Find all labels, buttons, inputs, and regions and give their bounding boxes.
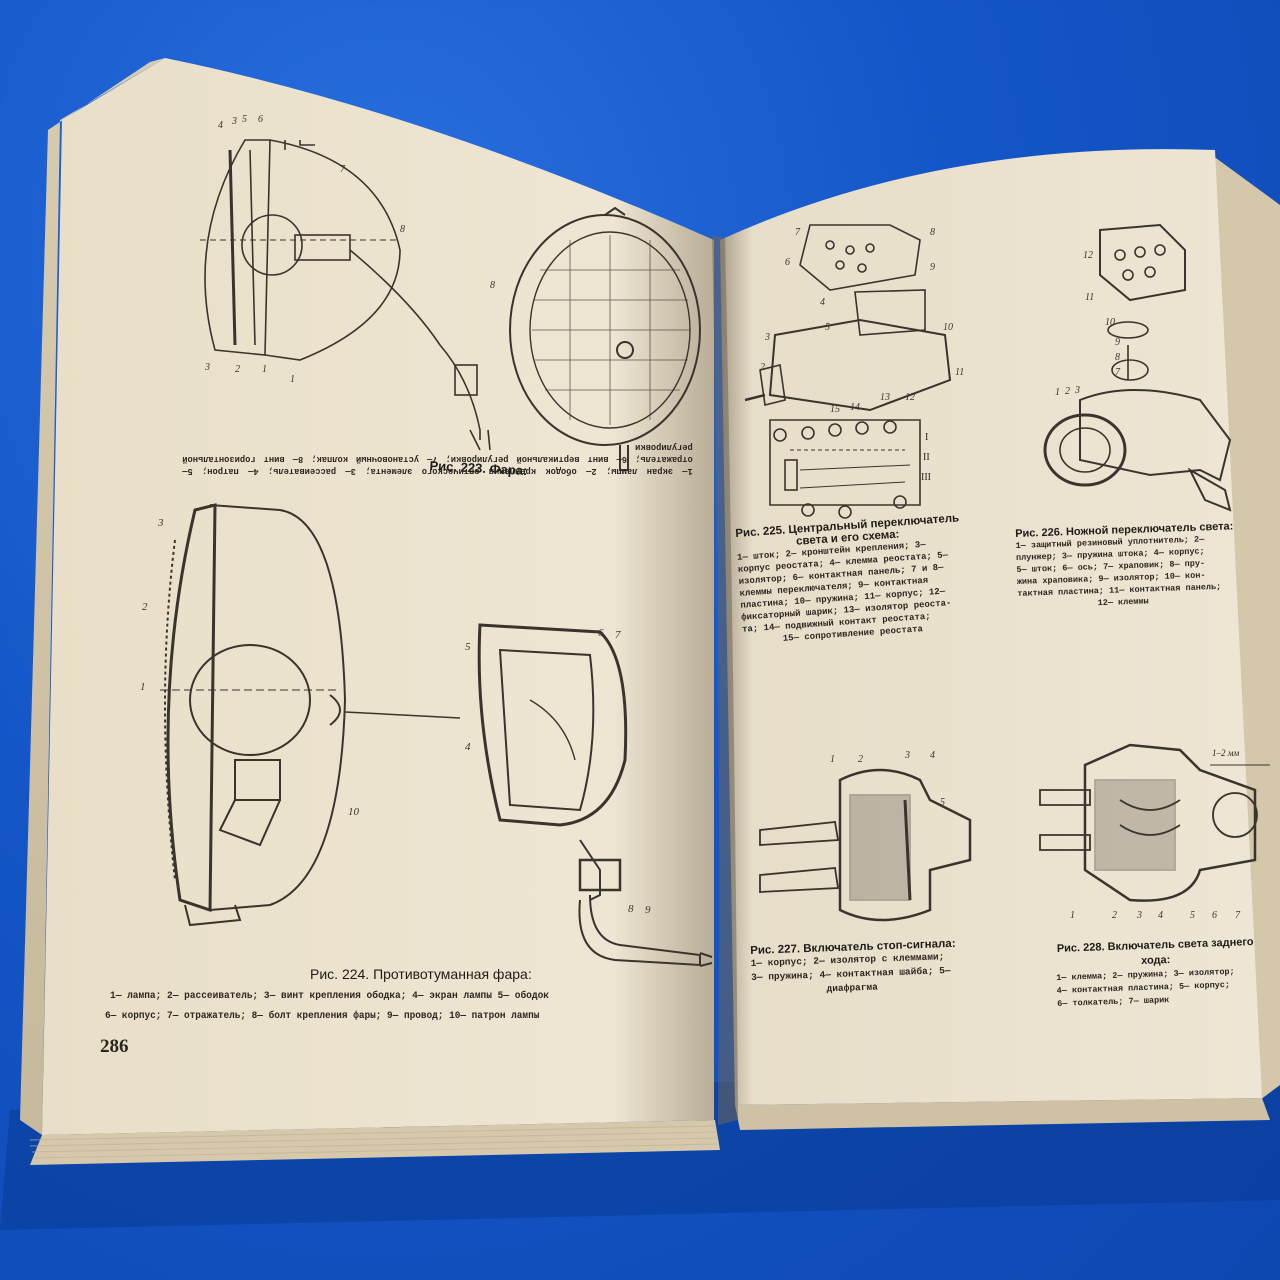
fig223-headlight-front xyxy=(509,206,701,471)
fig223-legend: 1— экран лампы; 2— ободок крепления опти… xyxy=(182,442,693,477)
svg-text:8: 8 xyxy=(628,903,634,915)
svg-text:15: 15 xyxy=(830,404,840,415)
fig227-caption: Рис. 227. Включатель стоп-сигнала: 1— ко… xyxy=(750,938,957,999)
svg-text:2: 2 xyxy=(235,364,240,375)
svg-text:9: 9 xyxy=(645,904,651,916)
schematic-label-1: I xyxy=(925,432,929,443)
svg-text:5: 5 xyxy=(1190,910,1195,921)
svg-text:5: 5 xyxy=(940,797,945,808)
svg-text:3: 3 xyxy=(904,750,910,761)
svg-text:10: 10 xyxy=(943,322,953,333)
svg-text:9: 9 xyxy=(930,262,935,273)
fig228-caption: Рис. 228. Включатель света заднего хода:… xyxy=(1055,935,1257,1011)
svg-text:6: 6 xyxy=(785,257,790,268)
fig228-reverse-switch-drawing xyxy=(1039,743,1270,902)
svg-text:3: 3 xyxy=(231,116,237,127)
fig224-legend-line2: 6— корпус; 7— отражатель; 8— болт крепле… xyxy=(105,1011,540,1022)
svg-text:10: 10 xyxy=(1105,317,1115,328)
svg-text:3: 3 xyxy=(157,517,164,529)
fig224-title: Рис. 224. Противотуманная фара: xyxy=(310,966,532,982)
fig225-caption: Рис. 225. Центральный переключатель свет… xyxy=(735,512,967,647)
svg-text:8: 8 xyxy=(1115,352,1120,363)
svg-text:4: 4 xyxy=(1158,910,1163,921)
svg-text:1: 1 xyxy=(262,364,267,375)
svg-text:4: 4 xyxy=(218,120,223,131)
svg-text:12: 12 xyxy=(905,392,915,403)
svg-text:6: 6 xyxy=(258,114,263,125)
svg-text:3: 3 xyxy=(1074,385,1080,396)
fig224-fog-light-side xyxy=(477,623,713,967)
fig228-dimension-label: 1–2 мм xyxy=(1212,748,1240,758)
svg-text:7: 7 xyxy=(1235,910,1241,921)
schematic-label-2: II xyxy=(923,452,930,463)
svg-text:13: 13 xyxy=(880,392,890,403)
svg-text:2: 2 xyxy=(1065,386,1070,397)
svg-text:8: 8 xyxy=(400,224,405,235)
svg-text:6: 6 xyxy=(598,627,604,639)
svg-text:4: 4 xyxy=(465,741,471,753)
svg-text:5: 5 xyxy=(242,114,247,125)
svg-text:4: 4 xyxy=(820,297,825,308)
right-page xyxy=(720,149,1262,1105)
svg-text:8: 8 xyxy=(490,280,495,291)
svg-text:1: 1 xyxy=(1055,387,1060,398)
fig226-foot-switch-drawing xyxy=(1043,223,1232,512)
svg-text:1: 1 xyxy=(830,754,835,765)
svg-text:3: 3 xyxy=(1136,910,1142,921)
svg-text:2: 2 xyxy=(1112,910,1117,921)
svg-text:2: 2 xyxy=(142,601,148,613)
svg-text:1: 1 xyxy=(140,681,146,693)
svg-text:7: 7 xyxy=(340,164,346,175)
fig223-headlight-section xyxy=(200,139,491,451)
svg-text:9: 9 xyxy=(1115,337,1120,348)
svg-text:11: 11 xyxy=(1085,292,1094,303)
fig224-fog-light-section xyxy=(160,503,461,927)
fig225-switch-drawing xyxy=(744,224,952,519)
svg-text:11: 11 xyxy=(955,367,964,378)
svg-text:7: 7 xyxy=(795,227,801,238)
svg-text:14: 14 xyxy=(850,402,860,413)
svg-text:10: 10 xyxy=(348,806,360,818)
left-page-edges xyxy=(20,58,165,1135)
fig224-legend-line1: 1— лампа; 2— рассеиватель; 3— винт крепл… xyxy=(110,991,549,1002)
svg-text:4: 4 xyxy=(930,750,935,761)
svg-text:8: 8 xyxy=(930,227,935,238)
schematic-label-3: III xyxy=(921,472,931,483)
svg-text:6: 6 xyxy=(1212,910,1217,921)
svg-text:2: 2 xyxy=(760,362,765,373)
svg-text:3: 3 xyxy=(204,362,210,373)
fig226-caption: Рис. 226. Ножной переключатель света: 1—… xyxy=(1015,520,1236,612)
svg-text:1: 1 xyxy=(1070,910,1075,921)
svg-text:2: 2 xyxy=(858,754,863,765)
svg-text:1: 1 xyxy=(290,374,295,385)
fig227-brake-switch-drawing xyxy=(759,768,972,922)
svg-text:7: 7 xyxy=(1115,367,1121,378)
svg-text:12: 12 xyxy=(1083,250,1093,261)
svg-text:7: 7 xyxy=(615,629,621,641)
page-number: 286 xyxy=(100,1036,129,1057)
svg-text:3: 3 xyxy=(764,332,770,343)
svg-text:5: 5 xyxy=(465,641,471,653)
svg-text:5: 5 xyxy=(825,322,830,333)
